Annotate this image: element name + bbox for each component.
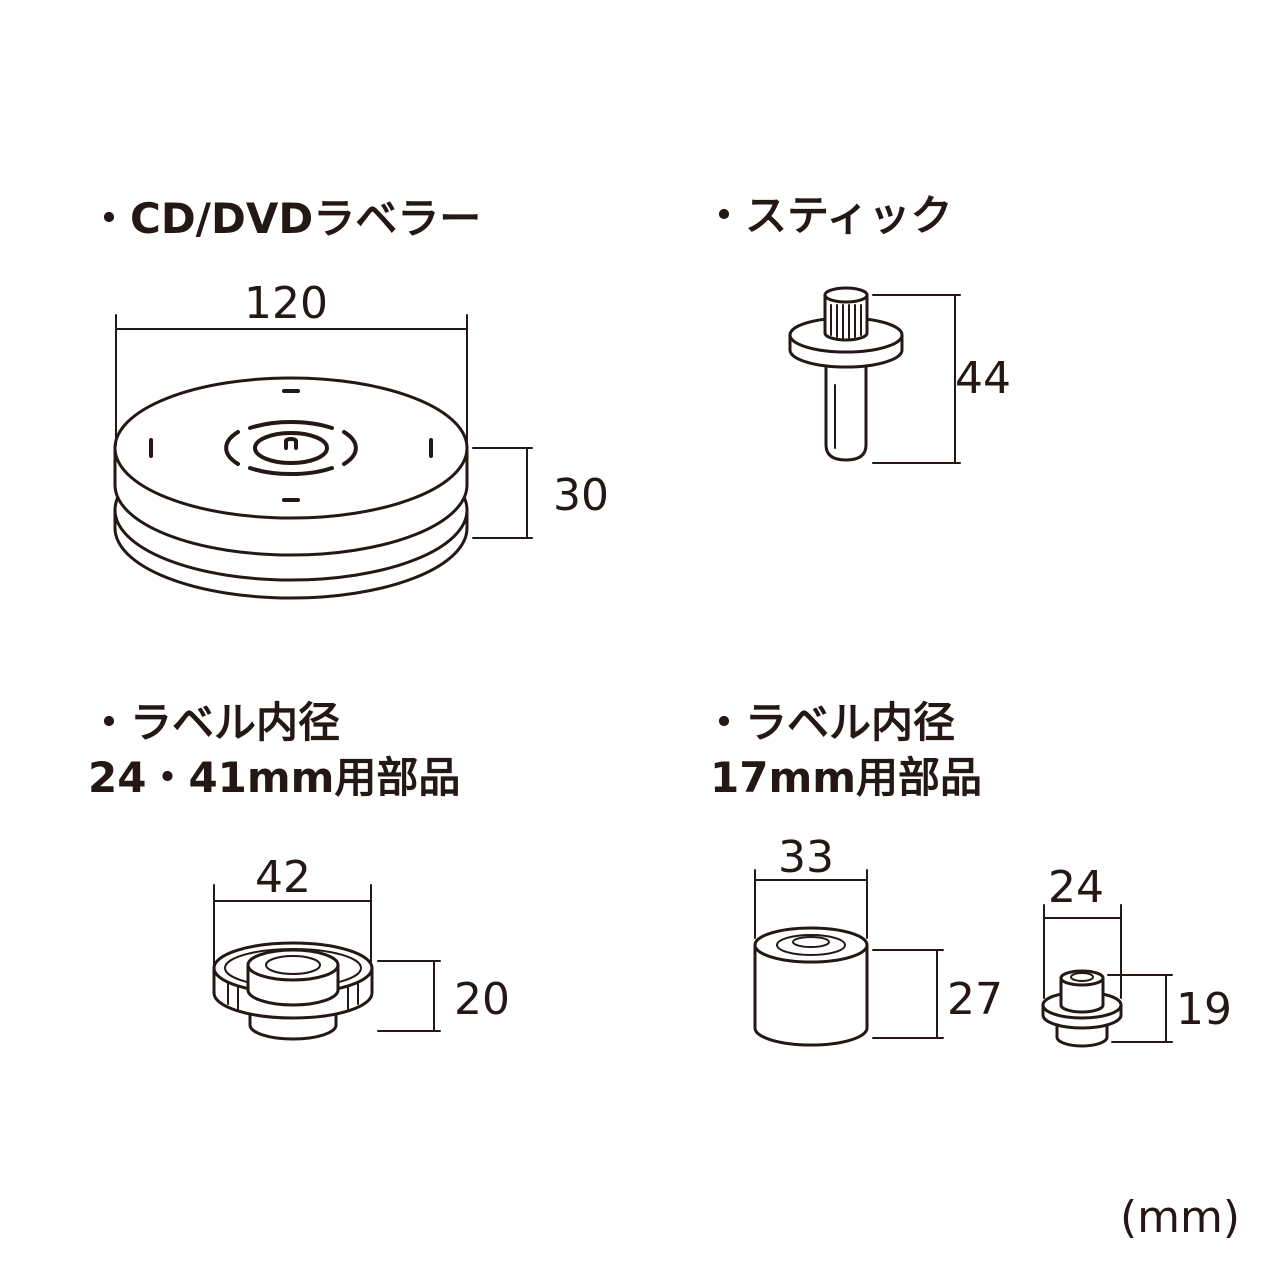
stick-title: ・スティック [703,191,953,240]
parts-17-small-height-label: 19 [1176,984,1232,1035]
parts-17-small-dimensions [1043,904,1173,1043]
parts-17-large-dimensions [754,869,944,1039]
parts-17-small-width-label: 24 [1048,862,1104,913]
stick-knob-top [823,286,869,304]
stick-height-label: 44 [955,353,1011,404]
labeler-width-label: 120 [244,278,328,329]
parts-24-41-title-line2: 24・41mm用部品 [88,753,461,802]
parts-24-41-drawing [212,884,441,1041]
stick-knurling [830,304,862,339]
parts-24-41-dimensions [213,884,441,1032]
labeler-top-face [113,376,469,520]
labeler-drawing [113,314,533,600]
unit-label: (mm) [1120,1192,1241,1243]
stick-drawing [788,286,961,464]
parts-17-large-cylinder [753,943,869,1047]
parts-17-large-drawing [753,869,944,1047]
labeler-height-label: 30 [553,470,609,521]
parts-24-41-title-line1: ・ラベル内径 [88,698,341,747]
labeler-dimensions [115,314,533,539]
labeler-title: ・CD/DVDラベラー [88,194,482,243]
parts-17-large-width-label: 33 [778,832,834,883]
parts-24-41-width-label: 42 [255,852,311,903]
parts-17-large-height-label: 27 [947,974,1003,1025]
parts-17-small-top-cylinder [1059,976,1105,1014]
parts-17-large-top [753,926,869,964]
labeler-markings [149,389,433,502]
parts-24-41-height-label: 20 [454,974,510,1025]
stick-shaft [824,356,868,462]
parts-17-title-line2: 17mm用部品 [710,753,982,802]
parts-17-title-line1: ・ラベル内径 [703,698,956,747]
stick-dimensions [872,294,961,464]
parts-24-41-crown-slots [227,979,359,1011]
stick-knob [823,293,869,342]
parts-17-small-drawing [1041,904,1173,1048]
